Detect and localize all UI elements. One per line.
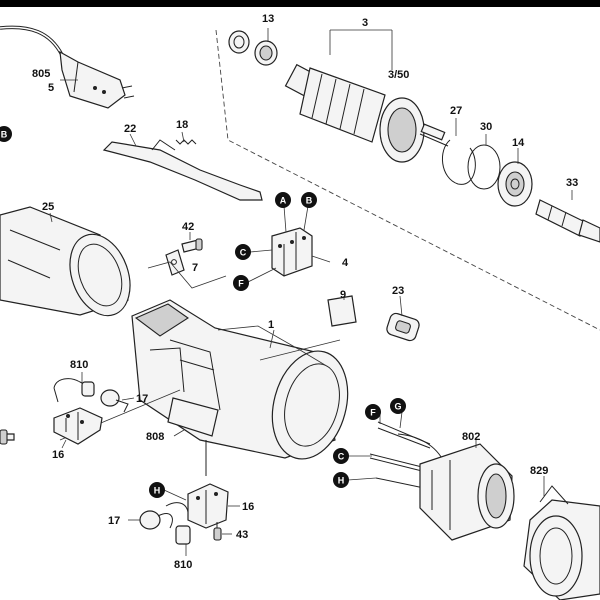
label-23: 23 bbox=[392, 285, 404, 297]
badge-b-top: B bbox=[301, 192, 317, 208]
switch-16-bottom bbox=[187, 483, 229, 529]
badge-g: G bbox=[390, 398, 406, 414]
housing-leader bbox=[217, 325, 301, 351]
label-13: 13 bbox=[262, 13, 274, 25]
label-17-left: 17 bbox=[136, 393, 148, 405]
assembly-dashed-line bbox=[215, 29, 600, 331]
knob-17-left bbox=[100, 389, 129, 413]
switch-16-left bbox=[53, 407, 103, 445]
badge-c-top: C bbox=[235, 244, 251, 260]
label-18: 18 bbox=[176, 119, 188, 131]
svg-text:C: C bbox=[338, 452, 345, 462]
guard-829 bbox=[523, 485, 600, 600]
top-border bbox=[0, 0, 600, 7]
label-25: 25 bbox=[42, 201, 54, 213]
label-3-50: 3/50 bbox=[388, 69, 409, 81]
screw-43 bbox=[213, 522, 222, 541]
label-9: 9 bbox=[340, 289, 346, 301]
bearing-14 bbox=[497, 161, 533, 207]
svg-text:F: F bbox=[238, 279, 244, 289]
svg-text:A: A bbox=[280, 196, 287, 206]
svg-text:C: C bbox=[240, 248, 247, 258]
label-14: 14 bbox=[512, 137, 525, 149]
motor-housing-1 bbox=[131, 299, 349, 460]
clip-7 bbox=[165, 249, 185, 276]
label-27: 27 bbox=[450, 105, 462, 117]
power-cord-plug bbox=[0, 25, 135, 109]
badge-a: A bbox=[275, 192, 291, 208]
cover-25 bbox=[0, 206, 131, 317]
circlip-27 bbox=[442, 139, 476, 185]
bearing-13 bbox=[228, 30, 278, 66]
label-16-bottom: 16 bbox=[242, 501, 254, 513]
badge-h-bottom: H bbox=[149, 482, 165, 498]
label-4: 4 bbox=[342, 257, 349, 269]
label-3: 3 bbox=[362, 17, 368, 29]
label-43: 43 bbox=[236, 529, 248, 541]
label-7: 7 bbox=[192, 262, 198, 274]
part-labels: 805 5 13 3 3/50 27 30 14 33 22 18 25 42 … bbox=[32, 13, 578, 571]
label-22: 22 bbox=[124, 123, 136, 135]
label-829: 829 bbox=[530, 465, 548, 477]
brush-holder-23 bbox=[386, 312, 420, 342]
clip-leader bbox=[147, 261, 227, 289]
spring-18 bbox=[175, 139, 197, 145]
switch-lever-22 bbox=[102, 139, 263, 201]
terminal-block-4 bbox=[271, 227, 313, 277]
armature-3 bbox=[284, 63, 449, 163]
knob-17-bottom bbox=[139, 510, 173, 530]
spindle-33 bbox=[535, 199, 600, 243]
label-5: 5 bbox=[48, 82, 54, 94]
label-42: 42 bbox=[182, 221, 194, 233]
label-810-left: 810 bbox=[70, 359, 88, 371]
badge-f-top: F bbox=[233, 275, 249, 291]
svg-text:G: G bbox=[394, 402, 401, 412]
svg-text:B: B bbox=[1, 130, 8, 140]
label-808: 808 bbox=[146, 431, 164, 443]
label-plate-808 bbox=[167, 397, 219, 437]
badge-h-right: H bbox=[333, 472, 349, 488]
label-802: 802 bbox=[462, 431, 480, 443]
badge-b-edge: B bbox=[0, 126, 12, 142]
label-33: 33 bbox=[566, 177, 578, 189]
label-810-bottom: 810 bbox=[174, 559, 192, 571]
label-1: 1 bbox=[268, 319, 274, 331]
badge-f-right: F bbox=[365, 404, 381, 420]
capacitor-810-bottom bbox=[165, 502, 191, 545]
label-17-bottom: 17 bbox=[108, 515, 120, 527]
svg-text:H: H bbox=[154, 486, 161, 496]
screw-42 bbox=[181, 238, 203, 253]
svg-text:B: B bbox=[306, 196, 313, 206]
housing-leader-2 bbox=[259, 339, 341, 369]
svg-text:H: H bbox=[338, 476, 345, 486]
label-805: 805 bbox=[32, 68, 50, 80]
badge-c-right: C bbox=[333, 448, 349, 464]
label-30: 30 bbox=[480, 121, 492, 133]
field-coil-802 bbox=[419, 443, 515, 541]
capacitor-810-left bbox=[53, 378, 95, 403]
svg-text:F: F bbox=[370, 408, 376, 418]
label-16-left: 16 bbox=[52, 449, 64, 461]
ring-30 bbox=[467, 144, 501, 190]
connection-badges: B A B C F F G C H H bbox=[0, 126, 406, 498]
screw-left bbox=[0, 429, 15, 445]
